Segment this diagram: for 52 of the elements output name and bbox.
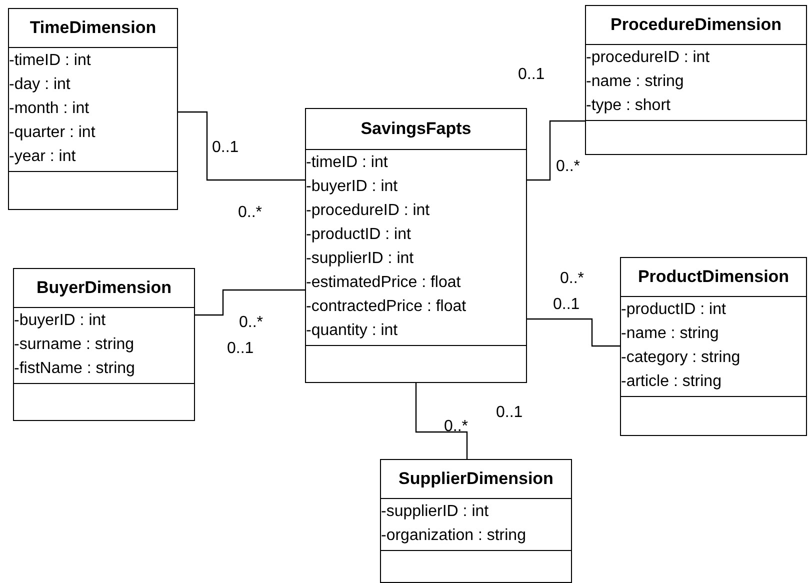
multiplicity-label: 0..1: [227, 340, 254, 358]
attribute-text: -month : int: [9, 99, 90, 119]
attribute-text: -name : string: [621, 324, 719, 344]
attribute-text: -surname : string: [14, 335, 134, 355]
class-name: TimeDimension: [30, 18, 156, 38]
attribute-text: -day : int: [9, 75, 70, 95]
multiplicity-label: 0..*: [238, 204, 262, 222]
multiplicity-label: 0..1: [496, 404, 523, 422]
attribute-text: -productID : int: [621, 300, 726, 320]
attribute-text: -name : string: [586, 72, 684, 92]
class-box: [380, 459, 572, 583]
association-line: [527, 120, 585, 181]
multiplicity-label: 0..*: [444, 418, 468, 436]
class-name: BuyerDimension: [36, 278, 172, 298]
attribute-text: -type : short: [586, 96, 670, 116]
class-box: [620, 257, 807, 436]
association-line: [178, 111, 305, 181]
attribute-text: -organization : string: [381, 526, 526, 546]
attribute-text: -timeID : int: [9, 51, 91, 71]
attribute-text: -quarter : int: [9, 123, 96, 143]
multiplicity-label: 0..*: [556, 158, 580, 176]
class-name: SavingsFapts: [360, 119, 472, 139]
multiplicity-label: 0..1: [518, 66, 545, 84]
attribute-text: -procedureID : int: [306, 201, 430, 221]
attribute-text: -productID : int: [306, 225, 411, 245]
attribute-text: -estimatedPrice : float: [306, 273, 461, 293]
attribute-text: -category : string: [621, 348, 740, 368]
association-line: [195, 289, 305, 316]
attribute-text: -quantity : int: [306, 321, 398, 341]
attribute-text: -timeID : int: [306, 153, 388, 173]
attribute-text: -contractedPrice : float: [306, 297, 466, 317]
attribute-text: -buyerID : int: [14, 311, 106, 331]
multiplicity-label: 0..1: [212, 139, 239, 157]
multiplicity-label: 0..1: [553, 296, 580, 314]
attribute-text: -article : string: [621, 372, 722, 392]
class-name: ProcedureDimension: [610, 15, 782, 35]
class-box: [585, 5, 807, 155]
attribute-text: -fistName : string: [14, 359, 135, 379]
attribute-text: -year : int: [9, 147, 76, 167]
multiplicity-label: 0..*: [560, 270, 584, 288]
multiplicity-label: 0..*: [239, 314, 264, 332]
attribute-text: -procedureID : int: [586, 48, 710, 68]
class-box: [13, 268, 195, 421]
class-box: [305, 108, 527, 383]
attribute-text: -buyerID : int: [306, 177, 398, 197]
attribute-text: -supplierID : int: [381, 502, 489, 522]
association-line: [527, 318, 620, 347]
class-name: ProductDimension: [638, 267, 790, 287]
class-name: SupplierDimension: [398, 469, 554, 489]
attribute-text: -supplierID : int: [306, 249, 414, 269]
association-line: [415, 383, 468, 459]
class-box: [8, 8, 178, 210]
